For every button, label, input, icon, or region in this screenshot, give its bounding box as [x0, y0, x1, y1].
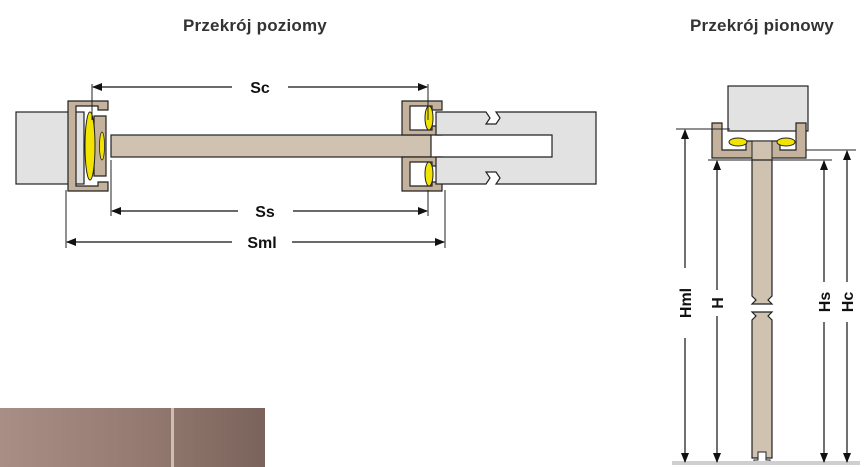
- dim-sml-label: Sml: [247, 235, 276, 252]
- right-wall-top: [435, 111, 597, 185]
- photo-panel-seam: [171, 408, 174, 467]
- horizontal-section-title: Przekrój poziomy: [183, 16, 327, 35]
- vertical-section-title: Przekrój pionowy: [690, 16, 834, 35]
- top-seal-left: [728, 137, 748, 147]
- vertical-leaf-bottom: [750, 311, 774, 459]
- right-bottom-seal: [424, 161, 434, 187]
- vertical-leaf-top: [750, 159, 774, 305]
- left-seal-inner: [99, 131, 105, 161]
- top-seal-right: [776, 137, 796, 147]
- dim-sc-label: Sc: [250, 80, 270, 97]
- right-top-seal: [424, 105, 434, 131]
- dim-ss-label: Ss: [255, 204, 275, 221]
- dim-hc-label: Hc: [840, 292, 857, 313]
- left-frame-profile: [67, 100, 109, 192]
- vertical-section: Hml H Hs Hc: [672, 85, 860, 465]
- dim-h-label: H: [710, 297, 727, 309]
- leaf-top-connector: [751, 140, 773, 161]
- dim-hml-label: Hml: [678, 288, 695, 318]
- door-leaf: [110, 134, 432, 158]
- left-seal: [84, 111, 96, 181]
- horizontal-section: Sc Ss Sml: [15, 80, 597, 252]
- ceiling-block: [727, 85, 809, 132]
- dim-hs-label: Hs: [817, 292, 834, 313]
- door-finish-photo: [0, 408, 265, 467]
